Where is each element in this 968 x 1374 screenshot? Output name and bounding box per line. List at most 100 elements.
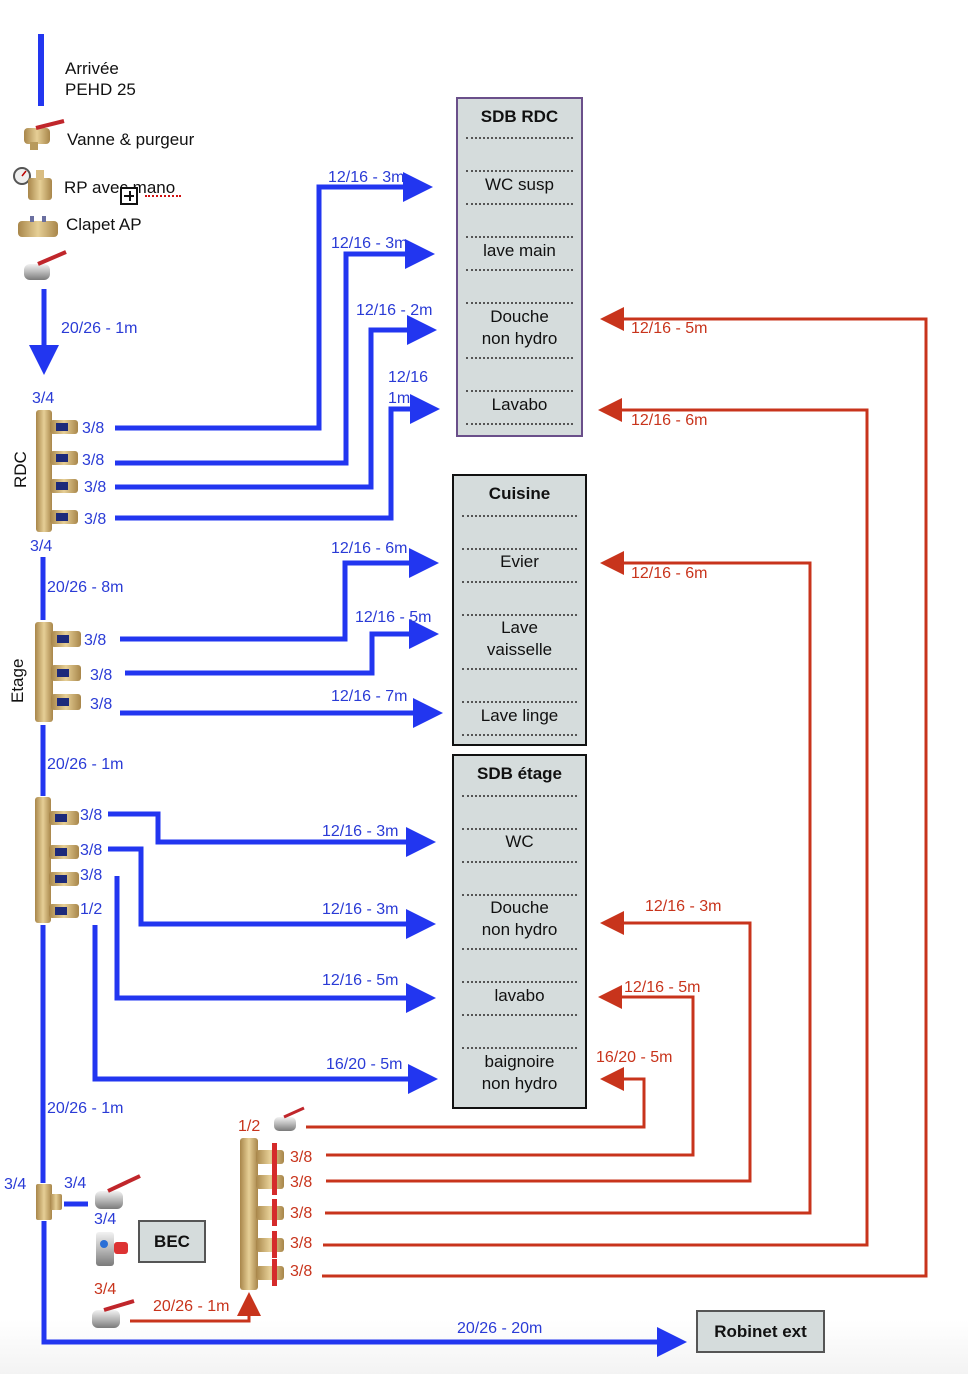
- hot-pipe-evier: [325, 551, 812, 1215]
- sdb-etage-manifold-icon: [35, 797, 79, 923]
- run-label-lave-main: 12/16 - 3m: [331, 235, 408, 252]
- hot-pipe-baignoire: [306, 1067, 646, 1129]
- sdb-etage-outlet-4: 1/2: [80, 901, 103, 918]
- room-title: SDB étage: [476, 764, 563, 783]
- divider: [466, 357, 573, 359]
- run-label-douche-etage: 12/16 - 3m: [322, 901, 399, 918]
- sdb-etage-outlet-2: 3/8: [80, 842, 103, 859]
- spellcheck-underline: [145, 195, 181, 197]
- rdc-outlet-2: 3/8: [82, 452, 105, 469]
- heater-hot-feed-label: 20/26 - 1m: [153, 1298, 230, 1315]
- etage-manifold-label: Etage: [8, 658, 27, 703]
- fixture-wc: WC: [505, 832, 534, 851]
- divider: [466, 137, 573, 139]
- divider: [462, 1047, 577, 1049]
- room-cuisine: Cuisine Evier Lave vaisselle Lave linge: [452, 474, 587, 746]
- etage-outlet-2: 3/8: [90, 667, 113, 684]
- legend-pressure-reducer-text: RP avec mano: [64, 178, 176, 197]
- supply-4-label: 20/26 - 1m: [47, 1100, 124, 1117]
- run-label-lave-vaisselle: 12/16 - 5m: [355, 609, 432, 626]
- rdc-outlet-size: 3/4: [30, 538, 53, 555]
- outdoor-tap-box: Robinet ext: [696, 1310, 825, 1353]
- run-label-lavabo-rdc-2: 1m: [388, 390, 411, 407]
- divider: [462, 581, 577, 583]
- legend-arrival-line2: PEHD 25: [65, 80, 136, 99]
- cold-pipe-lave-vaisselle: [125, 619, 439, 676]
- tee-branch-size: 3/4: [64, 1175, 87, 1192]
- legend-pressure-reducer-label: RP avec mano: [64, 177, 175, 198]
- fixture-douche: Douche non hydro: [481, 898, 558, 939]
- hot-label-douche-rdc: 12/16 - 5m: [631, 320, 708, 337]
- cold-pipe-baignoire: [92, 925, 438, 1094]
- hot-manifold-icon: [240, 1138, 284, 1290]
- tee-fitting-icon: [36, 1184, 62, 1220]
- heater-cold-in-size: 3/4: [94, 1211, 117, 1228]
- divider: [462, 668, 577, 670]
- hot-pipe-douche-etage: [326, 911, 752, 1183]
- rdc-outlet-3: 3/8: [84, 479, 107, 496]
- run-label-evier: 12/16 - 6m: [331, 540, 408, 557]
- run-label-lave-linge: 12/16 - 7m: [331, 688, 408, 705]
- hot-feed-pipe: [130, 1292, 261, 1323]
- divider: [462, 948, 577, 950]
- hot-outlet-5: 3/8: [290, 1263, 313, 1280]
- hot-top-valve-icon: [274, 1106, 305, 1131]
- divider: [466, 423, 573, 425]
- divider: [466, 236, 573, 238]
- rdc-outlet-4: 3/8: [84, 511, 107, 528]
- fixture-lavabo: lavabo: [494, 986, 545, 1005]
- run-label-baignoire: 16/20 - 5m: [326, 1056, 403, 1073]
- supply-1-label: 20/26 - 1m: [61, 320, 138, 337]
- hot-manifold-inlet: 1/2: [238, 1118, 261, 1135]
- sdb-etage-outlet-1: 3/8: [80, 807, 103, 824]
- fixture-lave-main: lave main: [483, 241, 556, 260]
- cold-pipe-evier: [120, 548, 439, 642]
- divider: [466, 269, 573, 271]
- run-label-douche-rdc: 12/16 - 2m: [356, 302, 433, 319]
- hot-label-evier: 12/16 - 6m: [631, 565, 708, 582]
- safety-group-icon: [96, 1232, 128, 1266]
- divider: [462, 701, 577, 703]
- hot-label-lavabo-etage: 12/16 - 5m: [624, 979, 701, 996]
- fixture-lave-vaisselle: Lave vaisselle: [486, 618, 553, 659]
- tee-inlet-size: 3/4: [4, 1176, 27, 1193]
- hot-outlet-3: 3/8: [290, 1205, 313, 1222]
- hot-pipe-douche-rdc: [322, 307, 928, 1278]
- fixture-lavabo: Lavabo: [491, 395, 548, 414]
- hot-outlet-4: 3/8: [290, 1235, 313, 1252]
- hot-label-baignoire: 16/20 - 5m: [596, 1049, 673, 1066]
- run-label-wc-etage: 12/16 - 3m: [322, 823, 399, 840]
- rdc-inlet-size: 3/4: [32, 390, 55, 407]
- heater-outlet-valve-icon: [92, 1299, 135, 1328]
- hot-pipe-lavabo-rdc: [323, 398, 869, 1247]
- room-title: Cuisine: [488, 484, 551, 503]
- room-sdb-etage: SDB étage WC Douche non hydro lavabo bai…: [452, 754, 587, 1109]
- fixture-baignoire: baignoire non hydro: [481, 1052, 558, 1093]
- etage-manifold-icon: [35, 622, 81, 722]
- run-label-wc-susp: 12/16 - 3m: [328, 169, 405, 186]
- hot-outlet-1: 3/8: [290, 1149, 313, 1166]
- fixture-lave-linge: Lave linge: [480, 706, 559, 725]
- divider: [466, 203, 573, 205]
- cold-pipe-douche-rdc: [115, 315, 437, 490]
- water-heater-box: BEC: [138, 1220, 206, 1263]
- heater-inlet-valve-icon: [95, 1174, 141, 1209]
- legend-check-valve-label: Clapet AP: [66, 215, 142, 234]
- rdc-manifold-icon: [36, 410, 78, 532]
- cold-pipe-lavabo-etage: [114, 876, 436, 1013]
- hot-pipe-lavabo-etage: [326, 985, 695, 1157]
- divider: [462, 861, 577, 863]
- pressure-reducer-icon: [13, 167, 52, 200]
- valve-purge-icon: [24, 119, 65, 150]
- etage-outlet-3: 3/8: [90, 696, 113, 713]
- divider: [466, 390, 573, 392]
- divider: [462, 894, 577, 896]
- divider: [462, 734, 577, 736]
- cold-pipe-lavabo-rdc: [115, 394, 440, 521]
- hot-label-lavabo-rdc: 12/16 - 6m: [631, 412, 708, 429]
- cursor-crosshair-icon: [120, 187, 138, 205]
- legend-arrival-label: Arrivée PEHD 25: [65, 58, 136, 100]
- heater-hot-out-size: 3/4: [94, 1281, 117, 1298]
- hot-outlet-2: 3/8: [290, 1174, 313, 1191]
